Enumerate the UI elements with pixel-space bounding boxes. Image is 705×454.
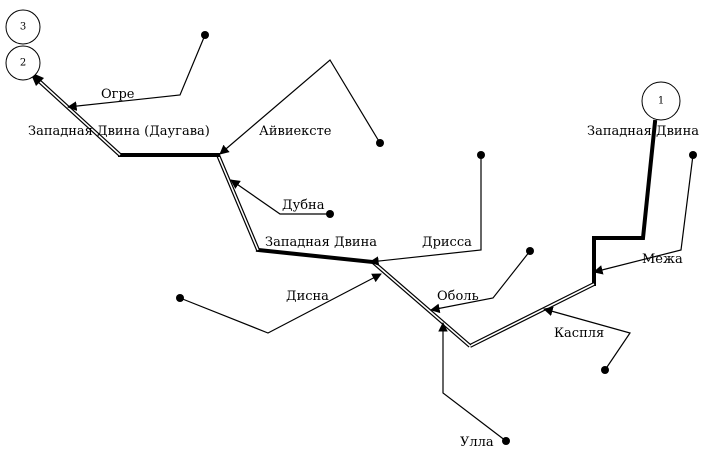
label-dubna: Дубна	[282, 198, 325, 213]
label-ogre: Огре	[101, 87, 135, 102]
node-3: 3	[5, 9, 41, 45]
tributary-kasplya	[543, 306, 631, 371]
tributaries	[67, 34, 694, 442]
svg-text:1: 1	[658, 96, 664, 107]
label-daugava: Западная Двина (Даугава)	[28, 124, 210, 139]
label-ulla: Улла	[460, 435, 494, 450]
tributary-disna	[179, 273, 382, 334]
main-river-drissa-dubna-segment	[255, 247, 376, 265]
labels: Огре Западная Двина (Даугава) Айвиексте …	[28, 87, 699, 450]
source-dot-aiviekste	[376, 139, 384, 147]
svg-text:2: 2	[20, 58, 26, 69]
label-aiviekste: Айвиексте	[259, 124, 332, 139]
svg-text:3: 3	[20, 22, 26, 33]
source-dot-mezha	[689, 151, 697, 159]
tributary-drissa	[369, 155, 482, 266]
label-kasplya: Каспля	[554, 326, 604, 341]
source-dot-drissa	[477, 151, 485, 159]
source-dot-disna	[176, 294, 184, 302]
source-dot-kasplya	[601, 366, 609, 374]
source-dot-obol	[526, 247, 534, 255]
label-drissa: Дрисса	[422, 235, 472, 250]
tributary-dubna	[230, 179, 330, 215]
tributary-obol	[430, 250, 531, 314]
source-dot-dubna	[326, 210, 334, 218]
source-dot-ogre	[201, 31, 209, 39]
label-disna: Дисна	[286, 289, 329, 304]
tributary-aiviekste	[219, 59, 381, 155]
label-zap-dvina-right: Западная Двина	[587, 124, 699, 139]
label-obol: Оболь	[437, 289, 479, 304]
tributary-mezha	[593, 154, 694, 275]
tributary-ogre	[67, 34, 206, 111]
source-dots	[176, 31, 697, 445]
label-zap-dvina-mid: Западная Двина	[265, 235, 377, 250]
tributary-ulla	[438, 322, 507, 442]
node-1: 1	[641, 81, 681, 121]
label-mezha: Межа	[642, 252, 683, 267]
main-river-upper-segment	[592, 119, 658, 286]
source-dot-ulla	[502, 437, 510, 445]
node-2: 2	[5, 45, 41, 81]
main-river-path	[30, 72, 658, 348]
